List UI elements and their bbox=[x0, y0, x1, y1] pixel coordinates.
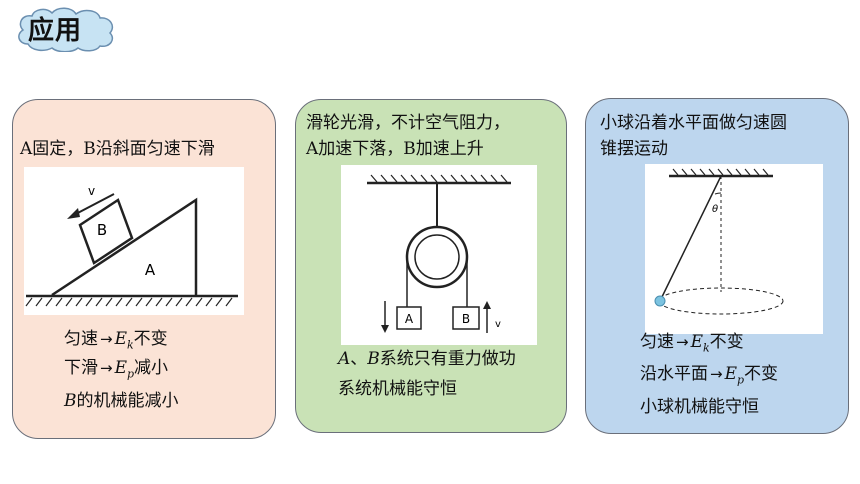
pulley-figure: A B v bbox=[341, 165, 537, 345]
card3-heading-line1: 小球沿着水平面做匀速圆 bbox=[600, 113, 787, 133]
block-a-label: A bbox=[145, 261, 156, 279]
angle-label: θ bbox=[712, 204, 718, 215]
velocity-label: v bbox=[495, 319, 501, 330]
card1-line1: 匀速→Ek不变 bbox=[64, 329, 168, 352]
arrow-icon: → bbox=[710, 365, 723, 383]
page-title: 应用 bbox=[28, 16, 83, 46]
arrow-icon: → bbox=[100, 330, 113, 348]
block-a-label: A bbox=[405, 312, 414, 326]
card2-line2: 系统机械能守恒 bbox=[338, 379, 457, 399]
title-cloud-shape bbox=[18, 7, 114, 52]
card1-heading: A固定，B沿斜面匀速下滑 bbox=[20, 139, 215, 159]
card3-line2: 沿水平面→Ep不变 bbox=[640, 364, 779, 387]
block-b-label: B bbox=[462, 312, 470, 326]
incline-figure: B A v bbox=[24, 167, 244, 315]
card3-heading-line2: 锥摆运动 bbox=[600, 139, 668, 159]
card2-heading-line1: 滑轮光滑，不计空气阻力， bbox=[306, 113, 510, 133]
card1-line2: 下滑→Ep减小 bbox=[64, 358, 169, 381]
card3-line3: 小球机械能守恒 bbox=[640, 397, 759, 417]
card2-heading-line2: A加速下落，B加速上升 bbox=[306, 139, 484, 159]
arrow-icon: → bbox=[100, 359, 113, 377]
conical-pendulum-figure: θ bbox=[645, 164, 823, 334]
card3-line1: 匀速→Ek不变 bbox=[640, 332, 744, 355]
block-b-label: B bbox=[97, 221, 107, 239]
arrow-icon: → bbox=[676, 333, 689, 351]
velocity-label: v bbox=[88, 184, 95, 198]
card2-line1: A、B系统只有重力做功 bbox=[338, 349, 516, 369]
card1-line3: B的机械能减小 bbox=[64, 391, 179, 411]
